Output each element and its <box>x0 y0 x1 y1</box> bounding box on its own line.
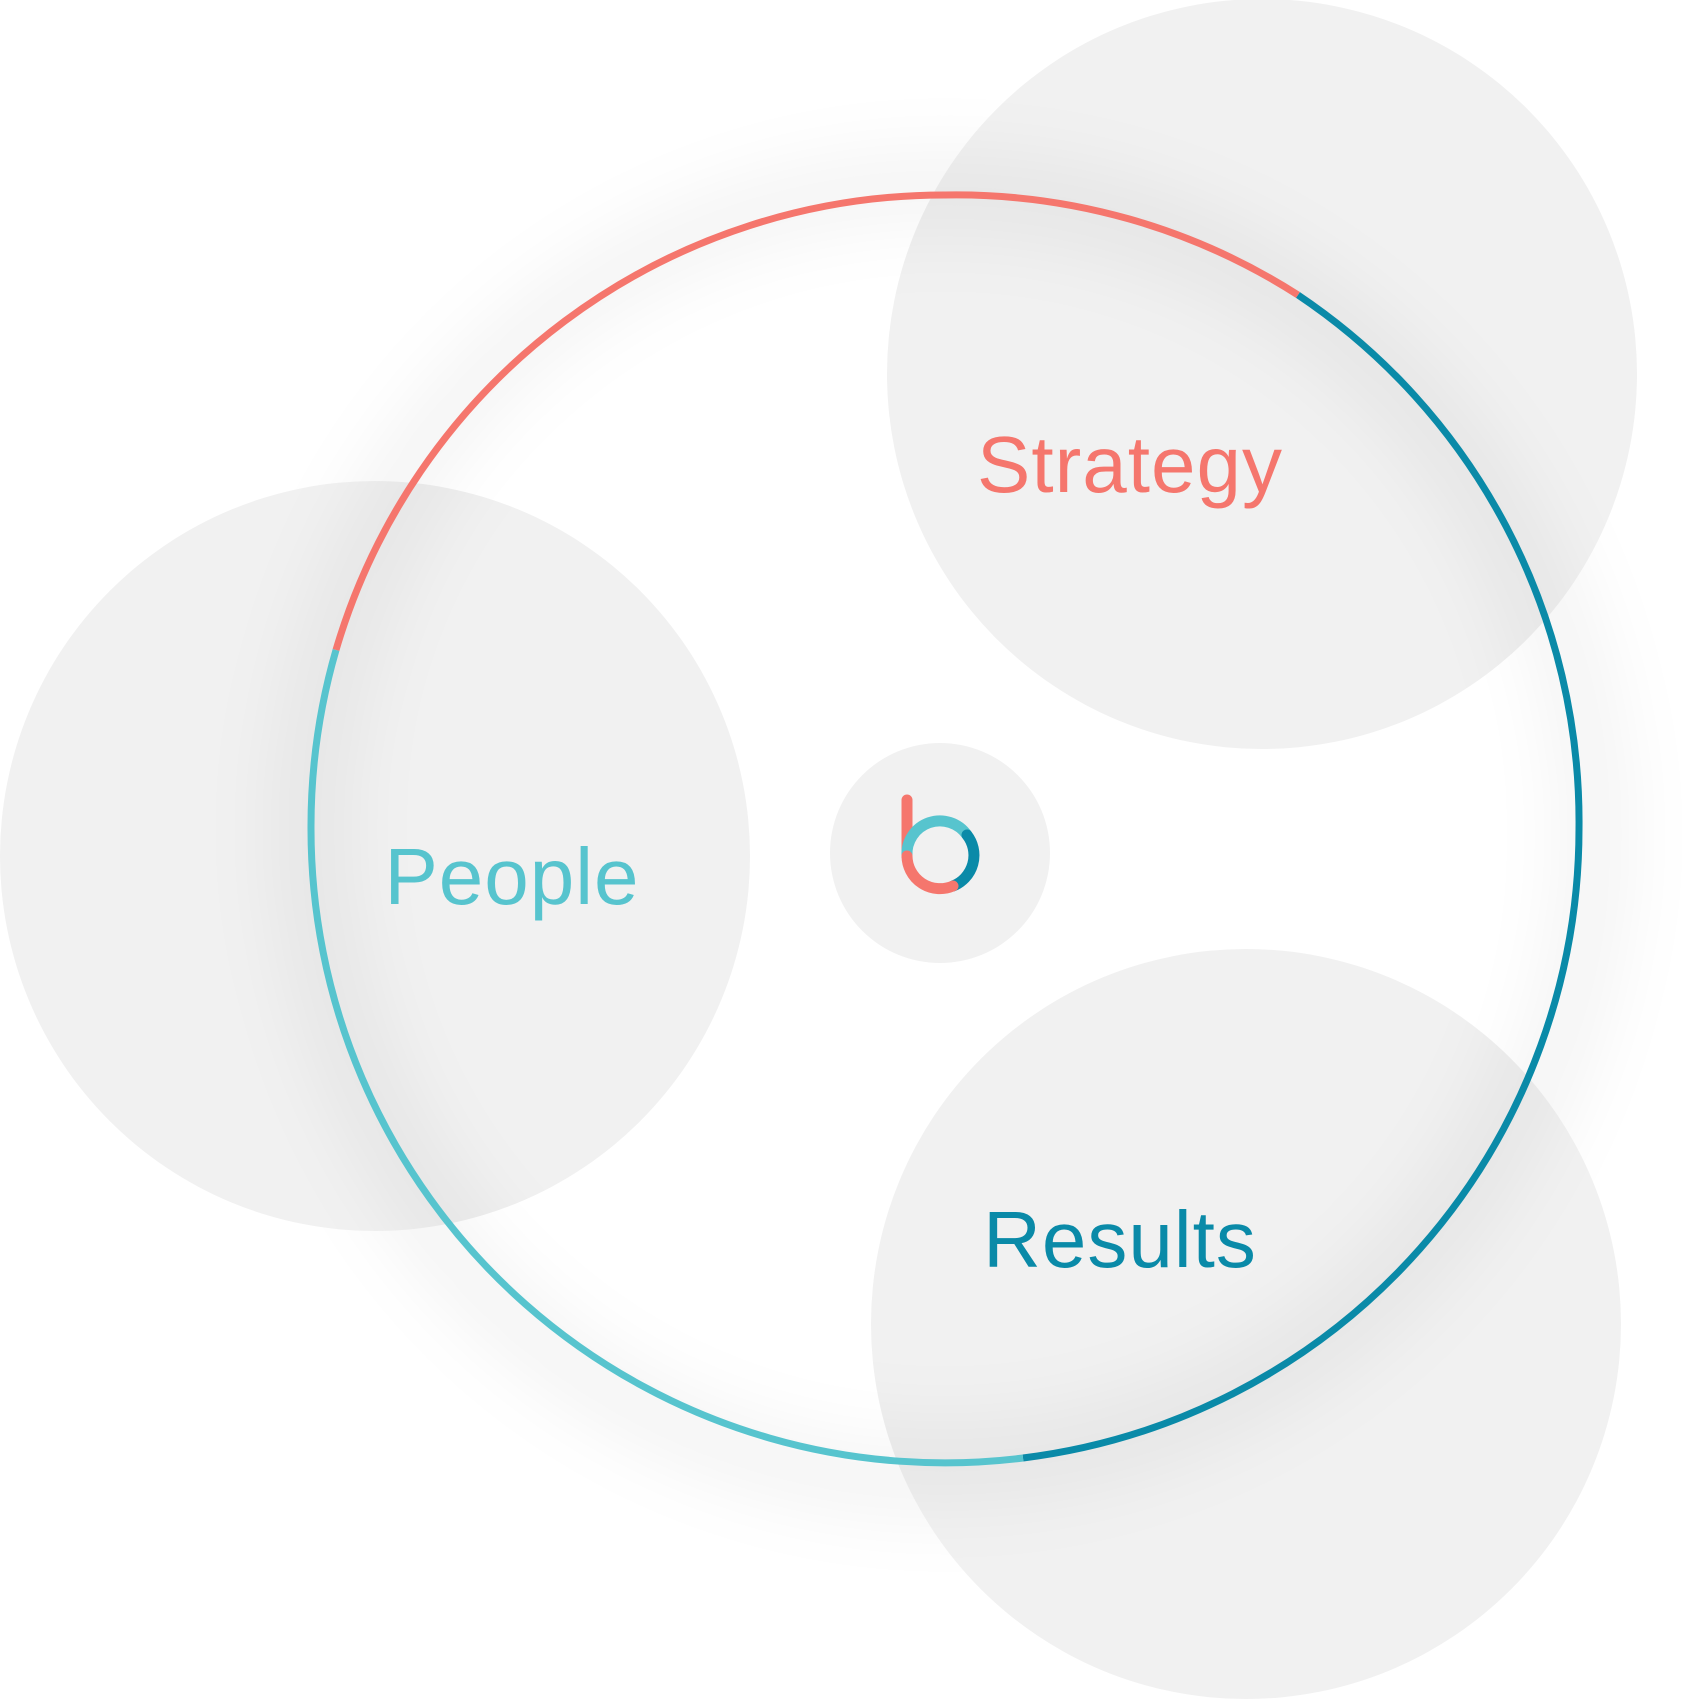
ring-arc-results <box>1022 292 1583 1462</box>
results-label: Results <box>983 1195 1257 1284</box>
main-ring <box>307 191 1583 1467</box>
ring-arc-strategy <box>332 191 1300 651</box>
b-logo-icon <box>901 794 980 895</box>
logo-badge <box>830 743 1050 963</box>
strategy-label: Strategy <box>977 420 1283 509</box>
ring-arc-people <box>307 649 1024 1467</box>
people-bubble <box>0 481 750 1231</box>
people-label: People <box>384 832 640 921</box>
results-bubble <box>871 949 1621 1699</box>
